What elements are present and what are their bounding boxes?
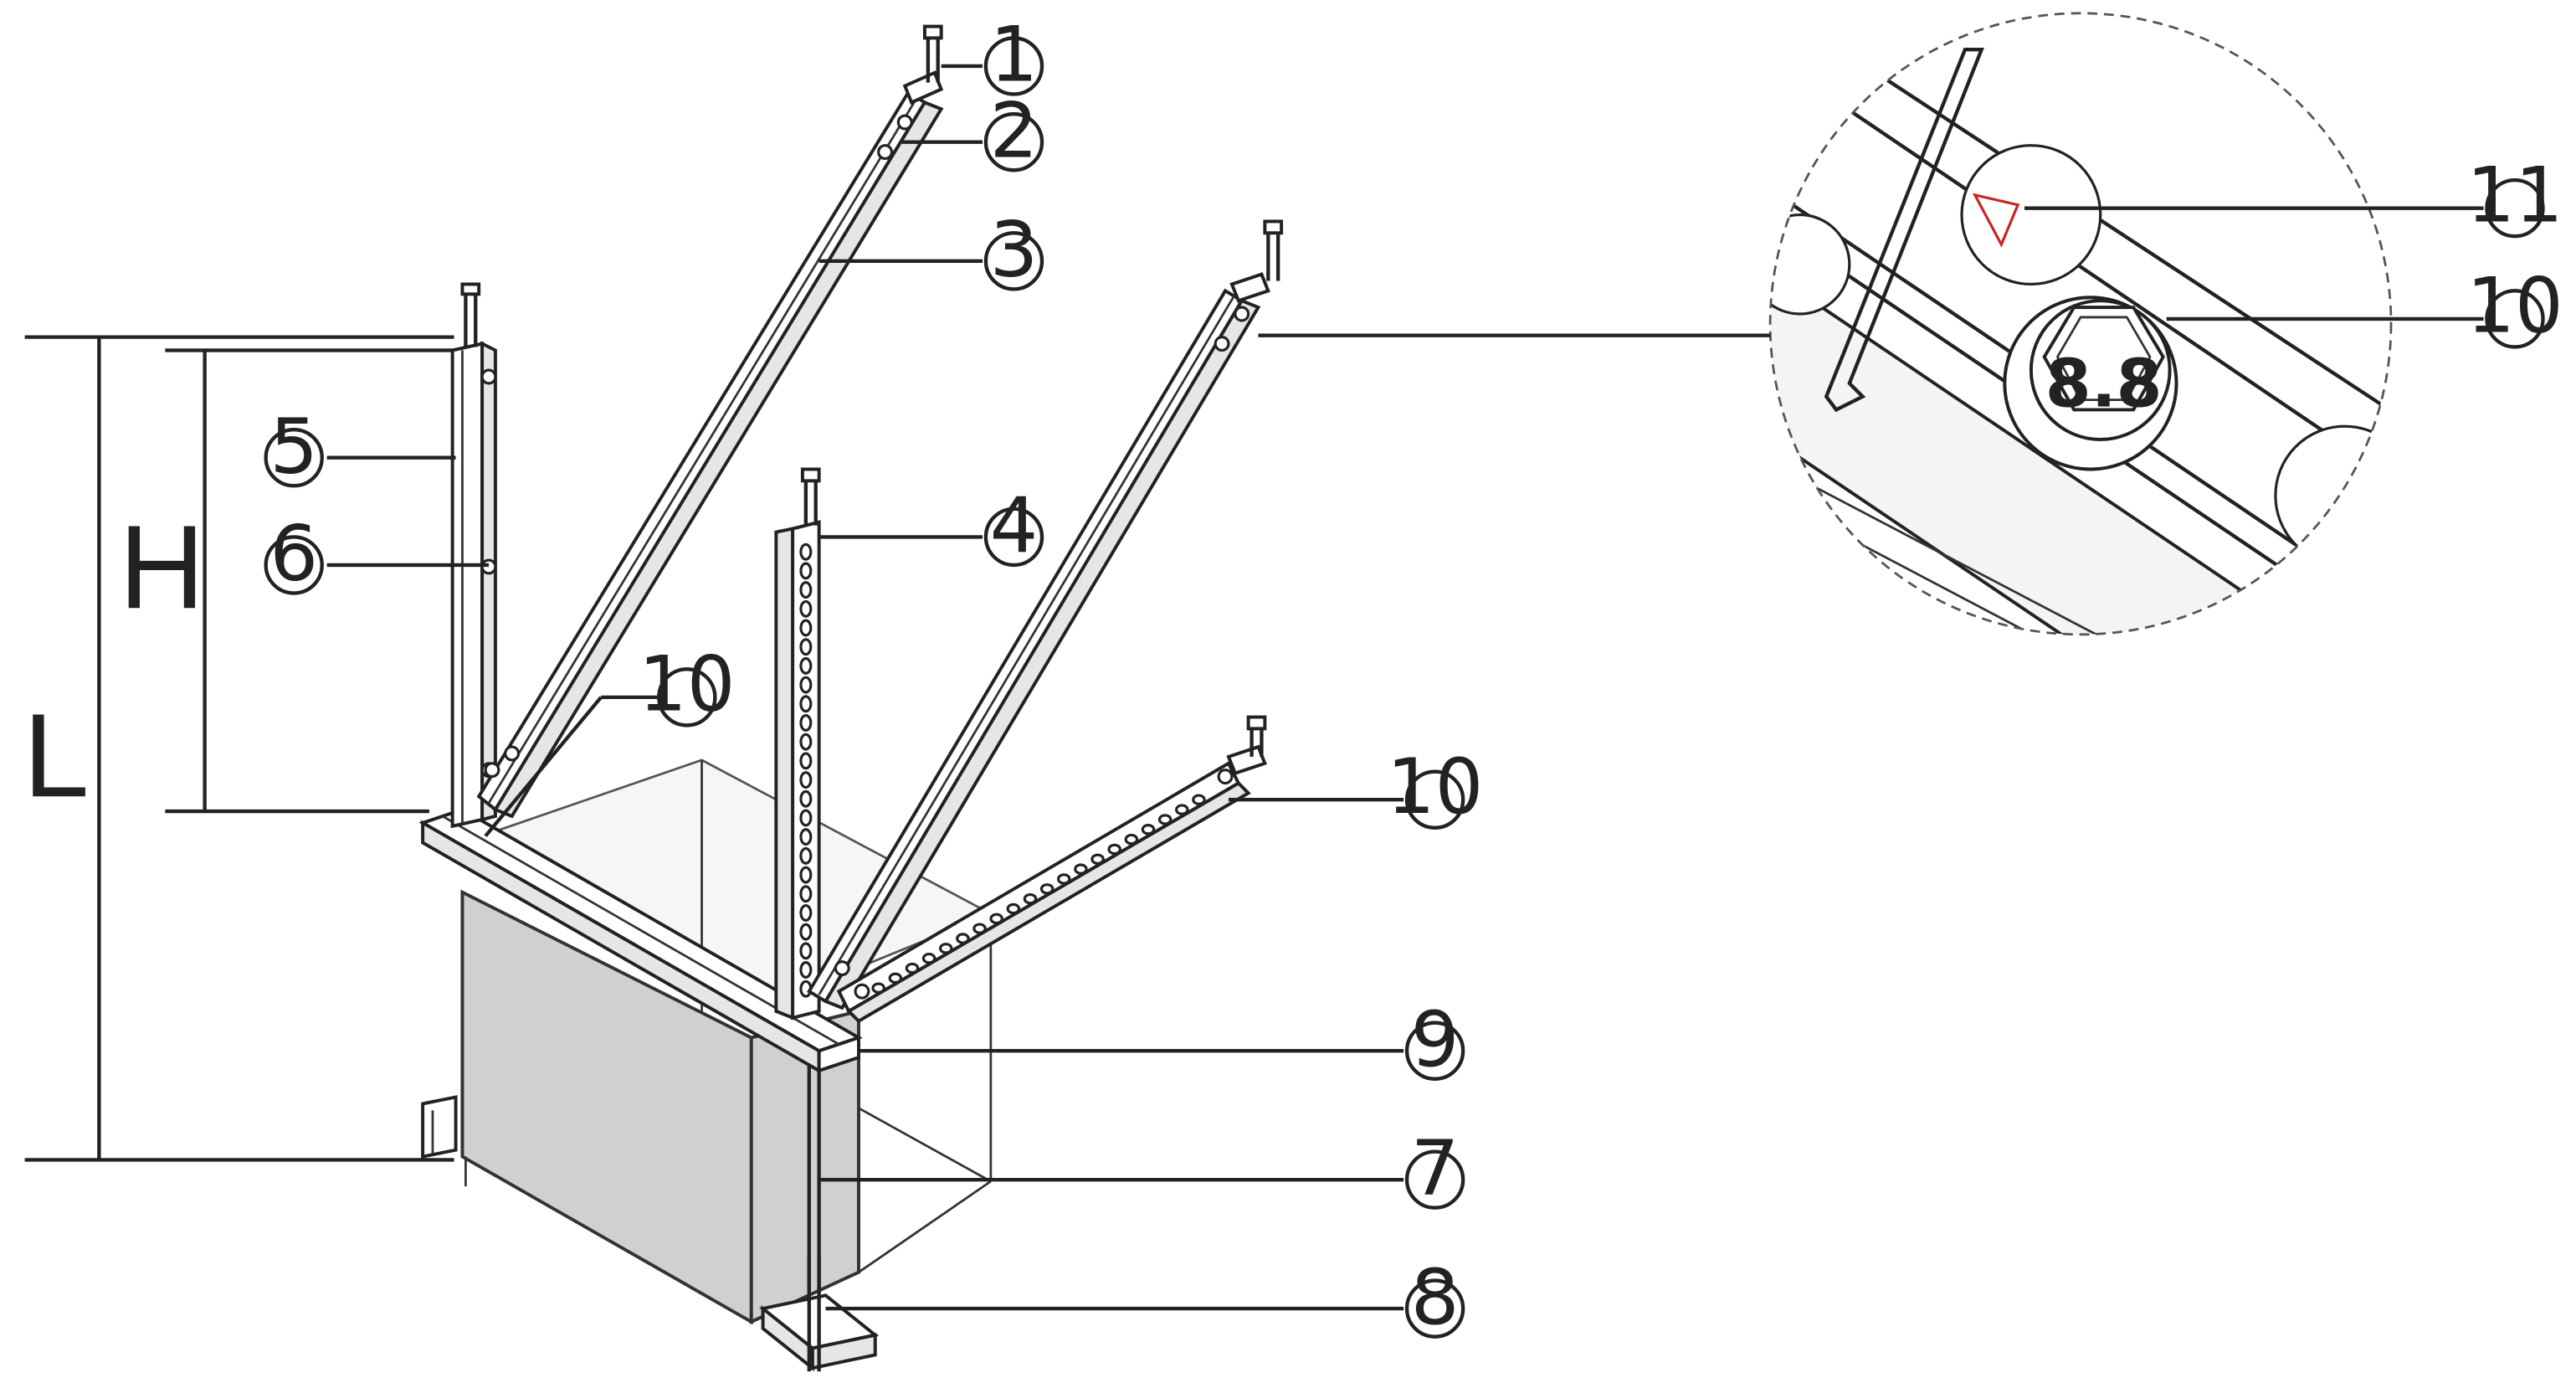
slot-hole (799, 752, 813, 770)
slot-hole (938, 943, 953, 954)
slot-hole (1056, 873, 1071, 885)
slot-hole (799, 599, 813, 618)
callout-11: 11 (2466, 152, 2563, 239)
slot-hole (799, 828, 813, 846)
dimension-l-label: L (23, 689, 90, 822)
slot-hole (1192, 794, 1206, 805)
slot-hole (799, 656, 813, 675)
slot-hole (1090, 853, 1105, 865)
slot-hole (799, 619, 813, 637)
slot-hole (799, 846, 813, 865)
slot-hole (1175, 804, 1189, 815)
callout-1: 1 (983, 12, 1044, 100)
callout-10-left: 10 (639, 641, 735, 729)
callout-10-detail: 10 (2466, 263, 2563, 351)
callout-3: 3 (983, 207, 1044, 295)
dimension-l: L (23, 335, 454, 1162)
slot-hole (956, 933, 970, 944)
detail-view: 8.8 (1258, 12, 2393, 636)
slot-hole (1157, 814, 1173, 825)
vertical-channel-left (450, 282, 497, 829)
slot-hole (799, 771, 813, 789)
callout-3-label: 3 (990, 207, 1039, 295)
slot-hole (799, 903, 813, 922)
brace-slotted (836, 715, 1267, 1024)
callout-leaders (326, 64, 2484, 1311)
callout-4-label: 4 (990, 482, 1039, 570)
callout-7: 7 (1404, 1125, 1465, 1213)
slot-hole (799, 885, 813, 903)
callout-10-detail-label: 10 (2466, 263, 2563, 351)
slot-hole (799, 923, 813, 941)
slot-hole (1141, 824, 1156, 836)
slot-hole (905, 962, 920, 974)
slot-hole (799, 562, 813, 580)
slot-hole (799, 733, 813, 751)
slot-hole (1006, 902, 1021, 915)
slot-hole (989, 913, 1003, 925)
threaded-rod (807, 1057, 821, 1293)
callout-8-label: 8 (1411, 1254, 1460, 1342)
slot-hole (799, 942, 813, 960)
callout-5-label: 5 (269, 403, 318, 491)
bolt-grade-text: 8.8 (2045, 346, 2163, 423)
callout-4: 4 (983, 482, 1044, 570)
slot-hole (1107, 843, 1122, 856)
slot-hole (799, 638, 813, 656)
top-channel (418, 807, 863, 1074)
vertical-channel-slotted (774, 467, 821, 1021)
callout-10-right-label: 10 (1387, 743, 1483, 831)
slot-hole (799, 809, 813, 827)
slot-hole (972, 923, 987, 934)
slot-hole (799, 789, 813, 808)
brace-middle (807, 219, 1284, 1010)
slot-row-vertical (799, 542, 813, 998)
callout-5: 5 (264, 403, 324, 491)
callout-7-label: 7 (1411, 1125, 1460, 1213)
slot-hole (799, 581, 813, 599)
callout-2-label: 2 (990, 87, 1039, 175)
slot-hole (1074, 863, 1088, 875)
callout-11-label: 11 (2466, 152, 2563, 239)
bottom-rail-left (421, 1095, 467, 1187)
callout-8: 8 (1404, 1254, 1465, 1342)
slot-hole (799, 542, 813, 561)
callout-9-label: 9 (1411, 996, 1460, 1084)
slot-hole (888, 972, 903, 985)
slot-hole (1023, 892, 1038, 905)
callout-6-label: 6 (269, 511, 318, 599)
slot-hole (1124, 833, 1139, 846)
slot-hole (799, 676, 813, 694)
callout-10-left-label: 10 (639, 641, 735, 729)
slot-hole (871, 982, 885, 994)
slot-row-diagonal (871, 794, 1206, 994)
callout-2: 2 (983, 87, 1044, 175)
dimension-h-label: H (119, 501, 205, 634)
dimension-h: H (119, 348, 454, 814)
slot-hole (921, 952, 936, 964)
slot-hole (799, 961, 813, 979)
callout-9: 9 (1404, 996, 1465, 1084)
slot-hole (799, 713, 813, 732)
callout-6: 6 (264, 511, 324, 599)
callout-10-right: 10 (1387, 743, 1483, 831)
slot-hole (1039, 883, 1055, 895)
callout-1-label: 1 (990, 12, 1039, 100)
slot-hole (799, 866, 813, 884)
slot-hole (799, 695, 813, 713)
brace-long (476, 24, 944, 819)
